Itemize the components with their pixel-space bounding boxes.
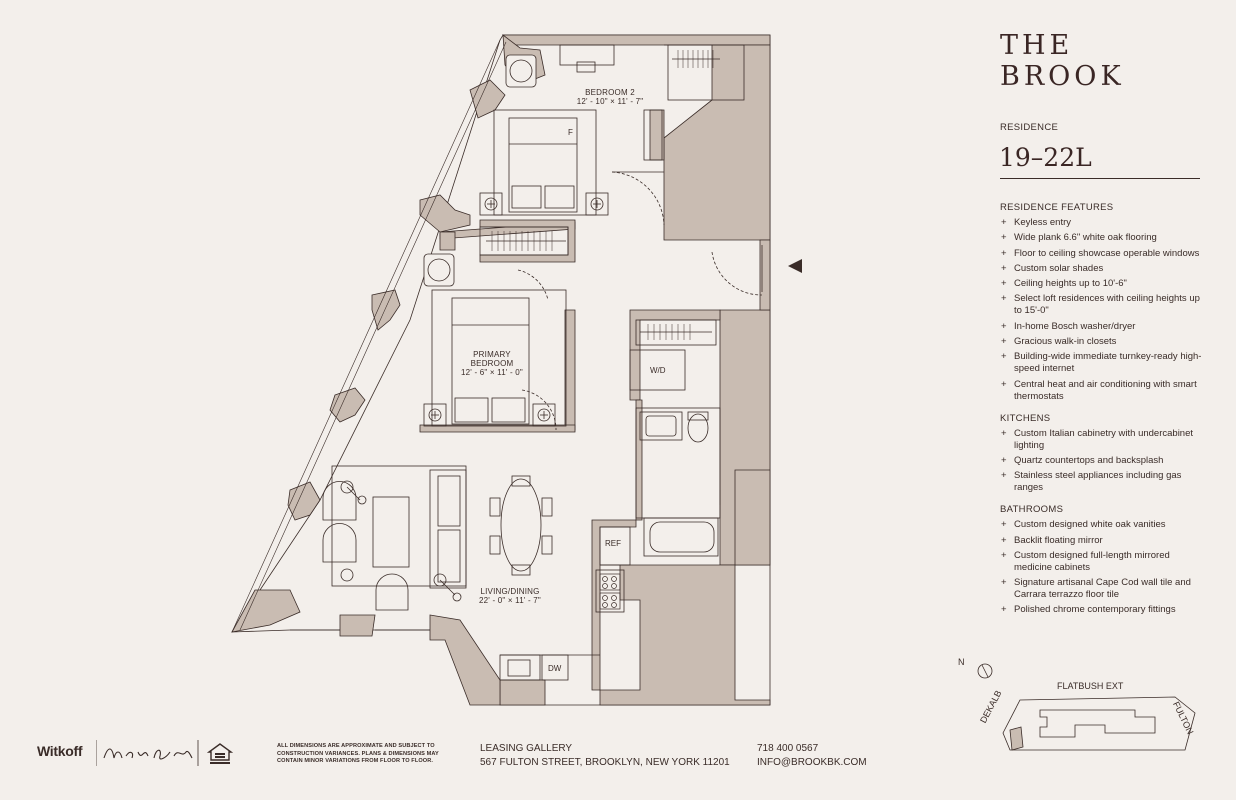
features-list: RESIDENCE FEATURES Keyless entry Wide pl… <box>1000 202 1205 626</box>
feature-item: Select loft residences with ceiling heig… <box>1000 293 1205 317</box>
bed-bedroom-2 <box>479 109 609 216</box>
feature-item: Ceiling heights up to 10'-6" <box>1000 278 1205 290</box>
coffee-table <box>372 496 410 568</box>
feature-item: Central heat and air conditioning with s… <box>1000 379 1205 403</box>
room-label-bedroom-2: BEDROOM 2 12' - 10" × 11' - 7" <box>572 88 648 106</box>
residence-number: 19–22L <box>999 143 1092 172</box>
equal-housing-icon <box>207 743 233 764</box>
feature-item: Keyless entry <box>1000 217 1205 229</box>
contact-info: 718 400 0567 INFO@BROOKBK.COM <box>757 742 867 770</box>
feature-item: Backlit floating mirror <box>1000 535 1205 547</box>
leasing-gallery: LEASING GALLERY 567 FULTON STREET, BROOK… <box>480 742 730 770</box>
disclaimer-text: ALL DIMENSIONS ARE APPROXIMATE AND SUBJE… <box>277 743 439 764</box>
north-compass-icon <box>977 663 993 679</box>
room-name-primary-line2: BEDROOM <box>470 359 514 368</box>
feature-item: Custom Italian cabinetry with undercabin… <box>1000 428 1205 452</box>
developer-logo: Witkoff <box>37 743 83 759</box>
room-dims-bedroom-2: 12' - 10" × 11' - 7" <box>576 97 644 106</box>
brand-title: THE BROOK <box>1000 30 1125 92</box>
feature-item: Gracious walk-in closets <box>1000 336 1205 348</box>
section-title-residence-features: RESIDENCE FEATURES <box>1000 202 1114 213</box>
gallery-address: 567 FULTON STREET, BROOKLYN, NEW YORK 11… <box>480 757 730 768</box>
section-title-bathrooms: BATHROOMS <box>1000 504 1064 516</box>
map-street-flatbush: FLATBUSH EXT <box>1057 681 1124 691</box>
bathrooms-list: Custom designed white oak vanities Backl… <box>1000 519 1205 616</box>
washer-dryer-label: W/D <box>650 366 666 375</box>
feature-item: Signature artisanal Cape Cod wall tile a… <box>1000 577 1205 601</box>
residence-features-list: Keyless entry Wide plank 6.6" white oak … <box>1000 217 1205 403</box>
armchair-primary-bedroom <box>423 253 455 287</box>
feature-item: Custom solar shades <box>1000 263 1205 275</box>
feature-item: In-home Bosch washer/dryer <box>1000 321 1205 333</box>
phone-number: 718 400 0567 <box>757 743 819 754</box>
residence-label: RESIDENCE <box>1000 122 1059 133</box>
room-name-living-dining: LIVING/DINING <box>480 587 540 596</box>
gallery-title: LEASING GALLERY <box>480 743 573 754</box>
site-key-map <box>977 663 1196 751</box>
armchair-bedroom-2 <box>505 54 537 88</box>
dishwasher-label: DW <box>548 664 562 673</box>
residence-divider <box>1000 178 1200 179</box>
room-name-bedroom-2: BEDROOM 2 <box>585 88 635 97</box>
bed-primary-bedroom <box>423 289 567 427</box>
feature-item: Building-wide immediate turnkey-ready hi… <box>1000 351 1205 375</box>
feature-item: Floor to ceiling showcase operable windo… <box>1000 248 1205 260</box>
fridge-marker-label: F <box>568 128 573 137</box>
feature-item: Polished chrome contemporary fittings <box>1000 604 1205 616</box>
room-dims-living-dining: 22' - 0" × 11' - 7" <box>479 596 541 605</box>
feature-item: Stainless steel appliances including gas… <box>1000 470 1205 494</box>
email-link[interactable]: INFO@BROOKBK.COM <box>757 757 867 768</box>
room-label-primary-bedroom: PRIMARY BEDROOM 12' - 6" × 11' - 0" <box>452 350 532 377</box>
feature-item: Custom designed full-length mirrored med… <box>1000 550 1205 574</box>
dining-table <box>489 475 553 576</box>
armchairs-living <box>322 481 409 611</box>
room-name-primary-line1: PRIMARY <box>473 350 511 359</box>
room-dims-primary: 12' - 6" × 11' - 0" <box>461 368 523 377</box>
map-north-label: N <box>958 657 965 667</box>
feature-item: Custom designed white oak vanities <box>1000 519 1205 531</box>
room-label-living-dining: LIVING/DINING 22' - 0" × 11' - 7" <box>468 587 552 605</box>
sofa <box>429 469 467 589</box>
feature-item: Quartz countertops and backsplash <box>1000 455 1205 467</box>
section-title-kitchens: KITCHENS <box>1000 412 1051 424</box>
refrigerator-label: REF <box>605 539 621 548</box>
signature-logo <box>96 740 199 766</box>
kitchens-list: Custom Italian cabinetry with undercabin… <box>1000 428 1205 495</box>
feature-item: Wide plank 6.6" white oak flooring <box>1000 232 1205 244</box>
floor-plan <box>231 34 802 706</box>
entry-arrow-icon <box>788 259 802 273</box>
